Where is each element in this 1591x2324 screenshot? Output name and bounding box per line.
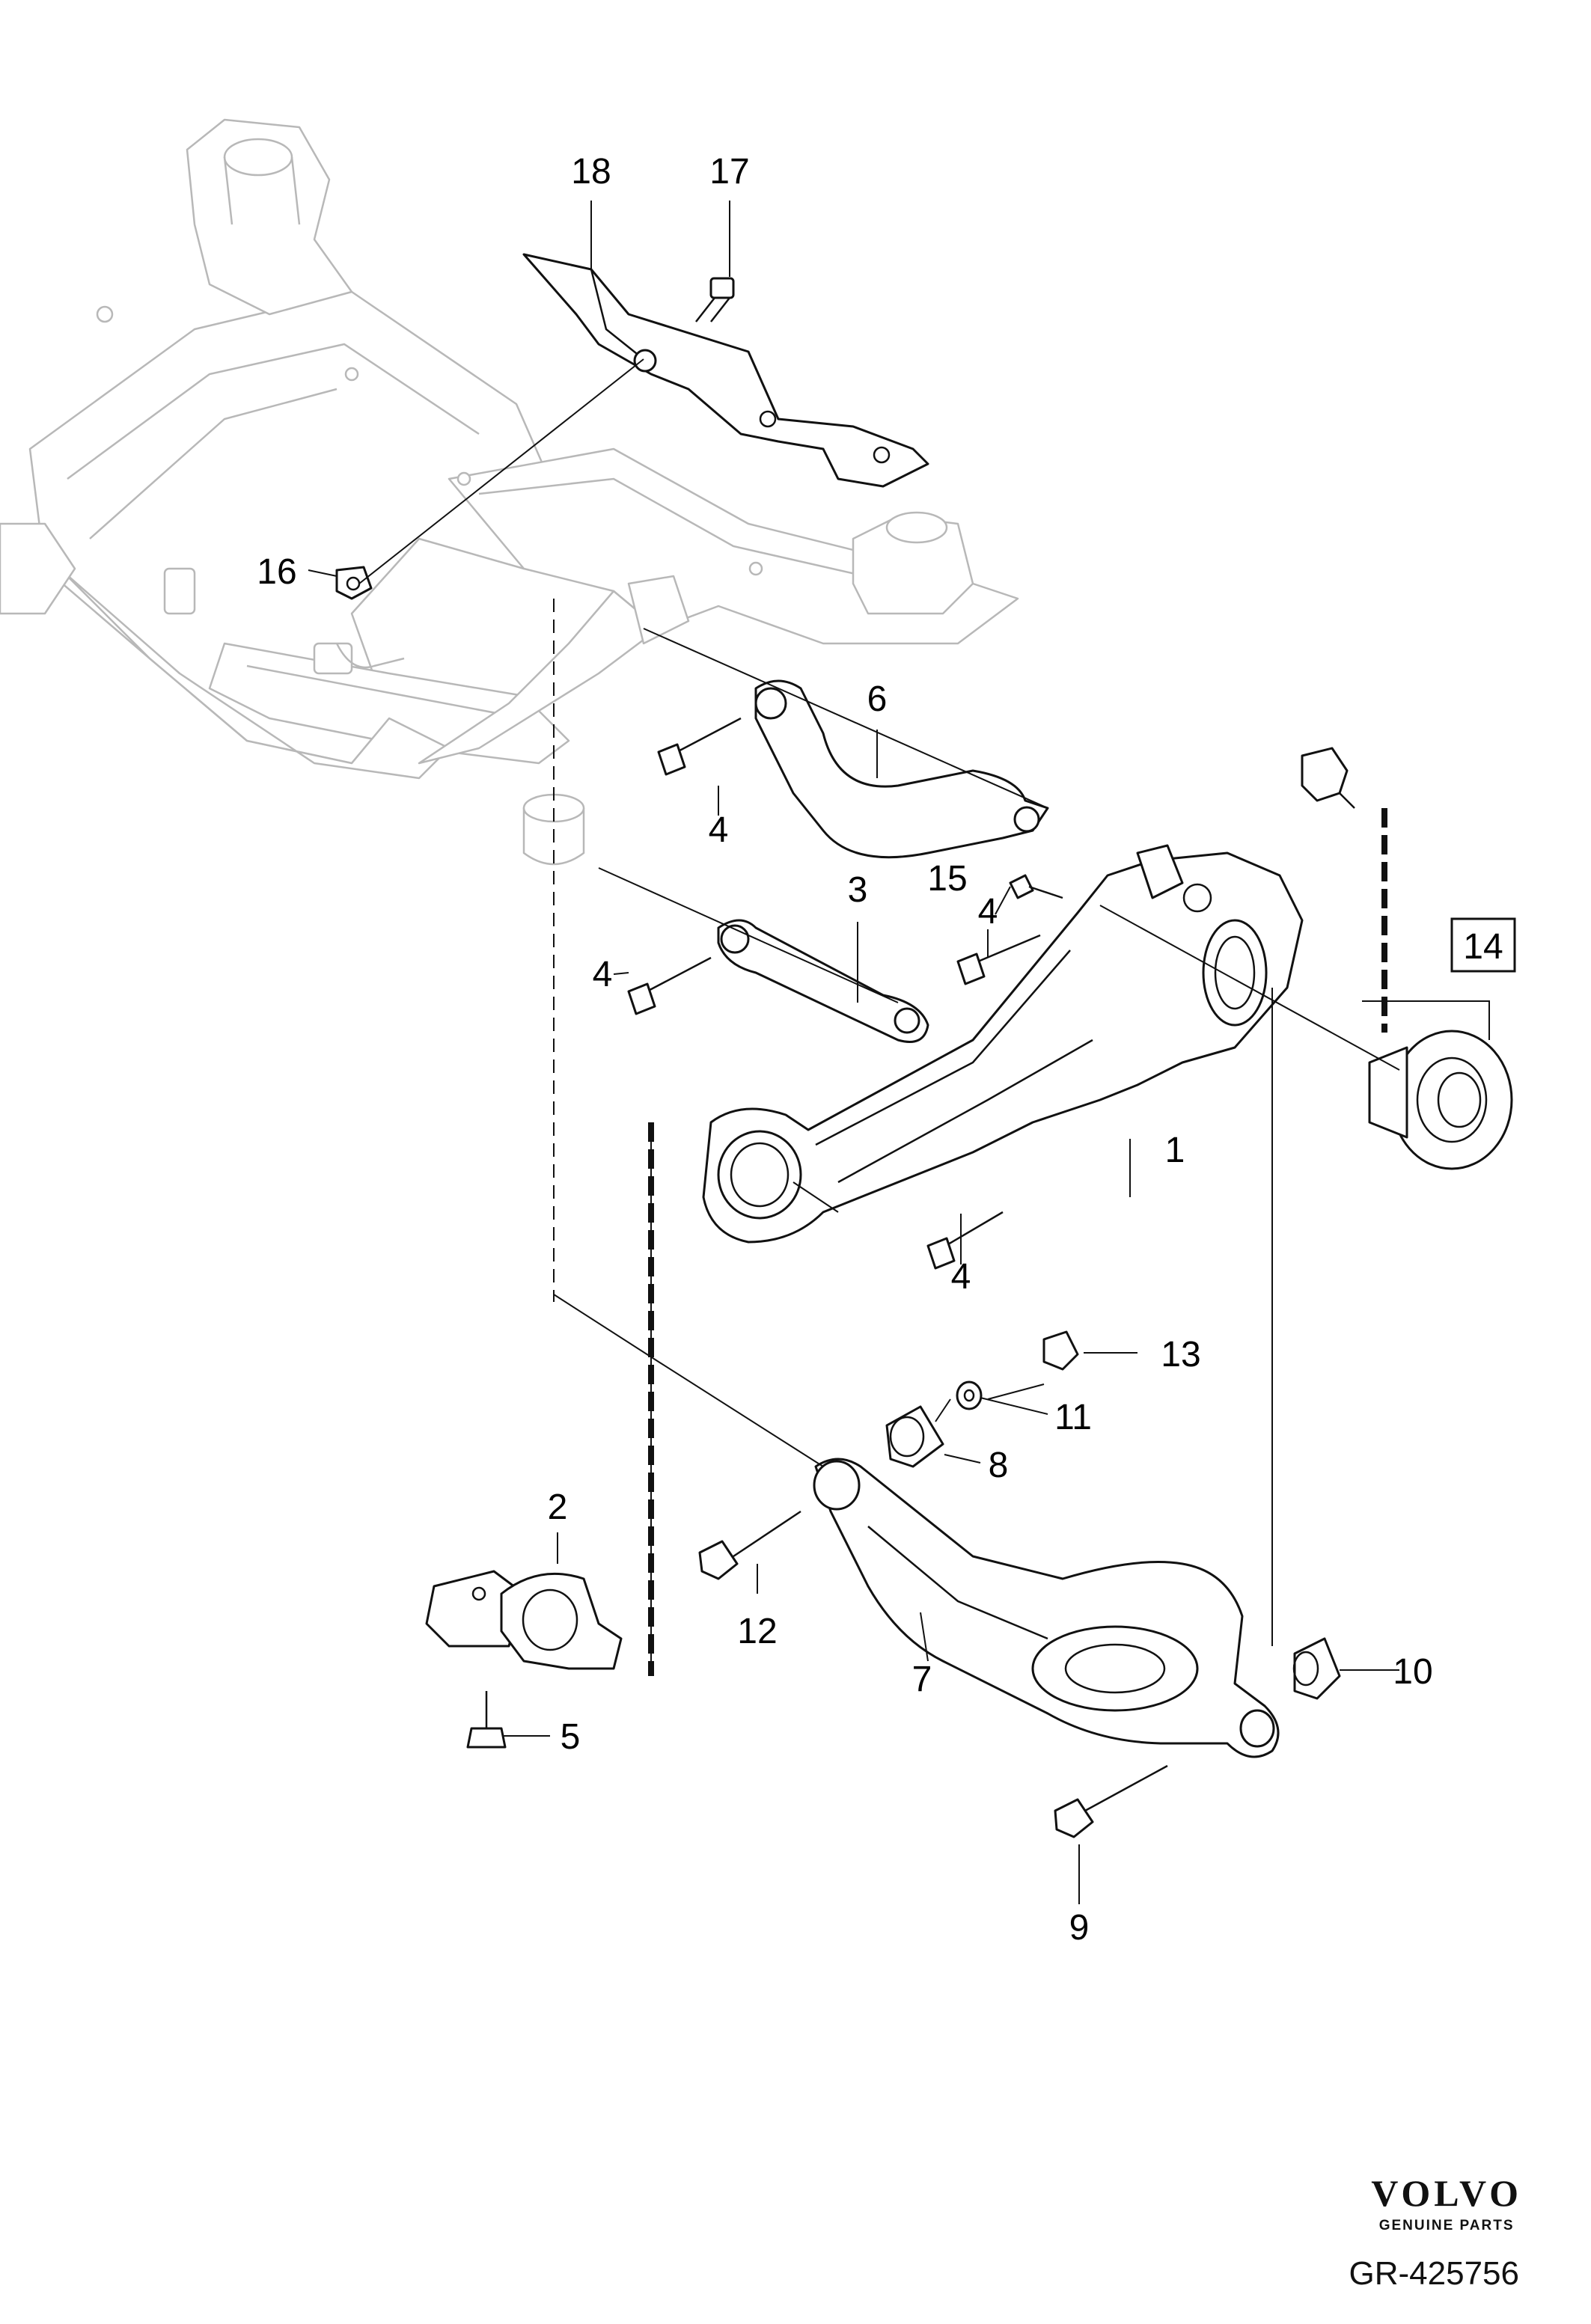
callout-10: 9 xyxy=(1069,1908,1090,1948)
callout-11: 11 xyxy=(1054,1398,1092,1437)
part-17-bolt xyxy=(695,277,735,322)
part-9-bushing xyxy=(1292,1637,1341,1700)
callout-12: 12 xyxy=(737,1612,777,1651)
callout-14: 14 xyxy=(1463,927,1503,967)
part-2-bushing-bracket xyxy=(425,1570,623,1670)
part-8-bushing xyxy=(885,1405,944,1468)
assembly-lines xyxy=(358,358,1400,1676)
figure-id: GR-425756 xyxy=(1349,2255,1519,2292)
part-4-bolts xyxy=(627,717,1041,1270)
part-15-bolt xyxy=(1009,874,1063,899)
abs-sensor-connector xyxy=(1301,747,1355,809)
callout-3: 3 xyxy=(848,870,868,910)
brand-tagline: GENUINE PARTS xyxy=(1378,2218,1515,2233)
callout-2: 2 xyxy=(548,1487,568,1527)
brand-name: VOLVO xyxy=(1371,2172,1522,2214)
callout-labels: 18 17 16 6 4 3 15 4 4 14 1 4 13 11 8 2 1… xyxy=(257,152,1503,1948)
callout-17: 17 xyxy=(709,152,749,192)
subframe-ghost xyxy=(0,118,1019,866)
brand-logo: VOLVO GENUINE PARTS xyxy=(1371,2174,1522,2234)
callout-5: 5 xyxy=(561,1717,581,1757)
callout-1: 1 xyxy=(1165,1131,1185,1170)
part-13-bushing xyxy=(1042,1330,1079,1371)
callout-18: 18 xyxy=(571,152,611,192)
part-1-trailing-arm xyxy=(702,844,1304,1244)
part-3-lateral-link xyxy=(717,919,929,1043)
part-5-bolt xyxy=(466,1691,507,1749)
callout-7: 7 xyxy=(912,1660,932,1699)
part-14-wheel-hub xyxy=(1368,1030,1513,1170)
part-12-bolt xyxy=(698,1510,801,1580)
callout-4-c: 4 xyxy=(593,955,613,994)
callout-leaders xyxy=(308,201,1490,1904)
part-7-lower-control-arm xyxy=(813,1458,1280,1758)
part-10-bolt xyxy=(1054,1764,1168,1838)
callout-8: 8 xyxy=(989,1446,1009,1485)
callout-4-b: 4 xyxy=(978,892,998,932)
part-16-nut xyxy=(335,566,373,600)
callout-4-a: 4 xyxy=(709,810,729,850)
callout-13: 13 xyxy=(1161,1335,1200,1374)
callout-4-d: 4 xyxy=(951,1257,971,1297)
callout-9: 10 xyxy=(1393,1652,1432,1692)
callout-6: 6 xyxy=(867,679,888,719)
callout-16: 16 xyxy=(257,552,296,592)
part-6-upper-control-arm xyxy=(754,679,1049,859)
part-11-washer xyxy=(956,1380,983,1410)
callout-14-box xyxy=(1450,917,1516,973)
callout-15: 15 xyxy=(927,859,967,899)
part-18-heat-shield xyxy=(522,253,929,488)
